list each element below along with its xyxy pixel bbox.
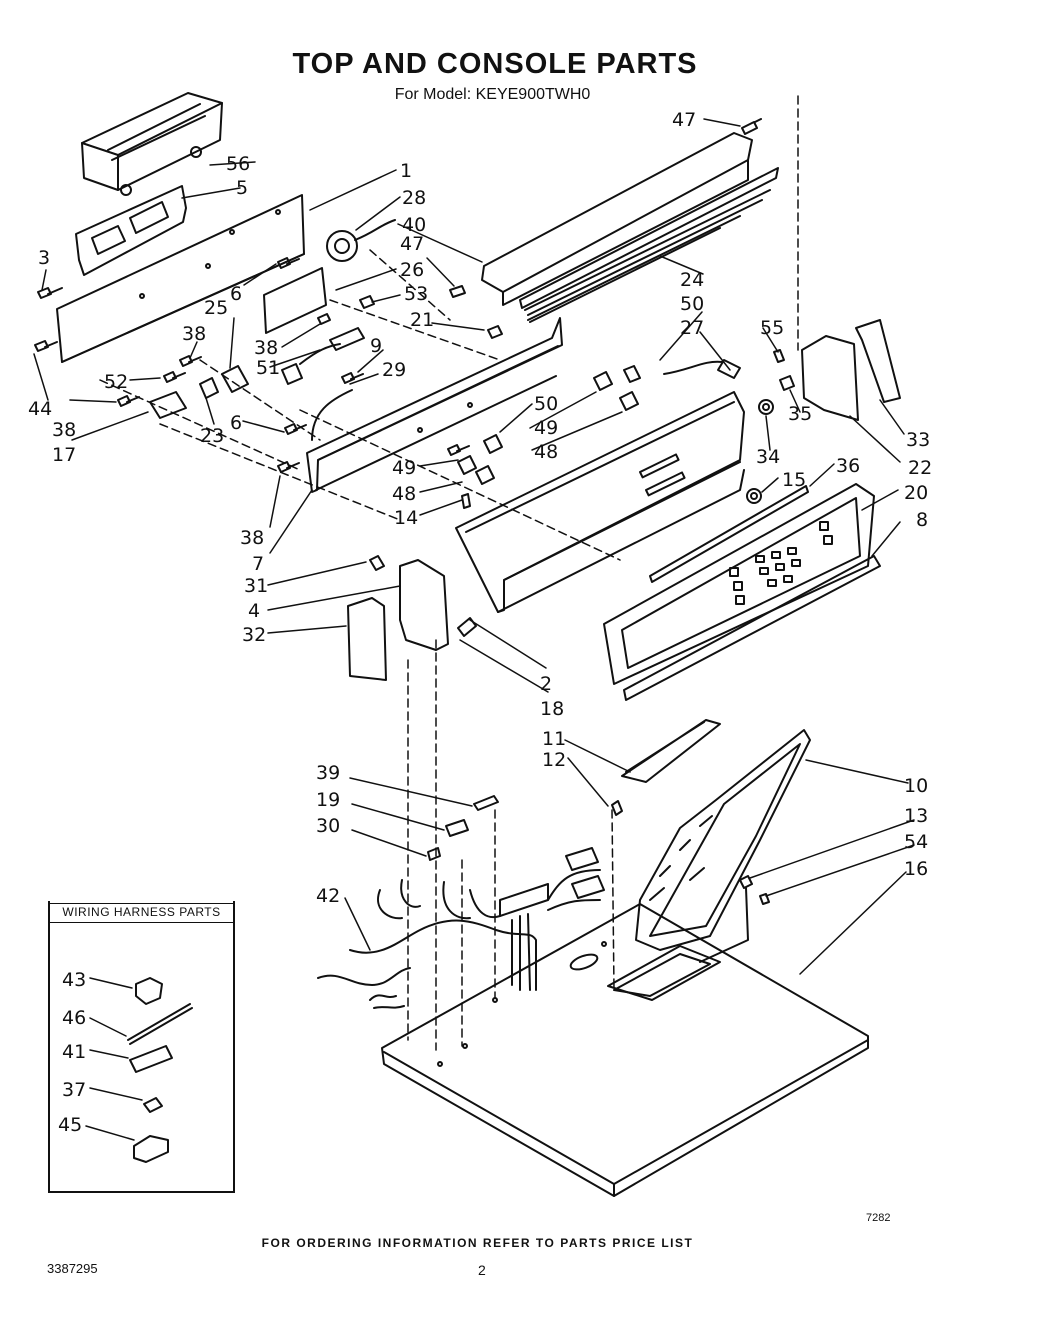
callout: 34: [756, 446, 780, 468]
ordering-note: FOR ORDERING INFORMATION REFER TO PARTS …: [261, 1236, 694, 1250]
callout: 49: [534, 417, 558, 439]
leader-lines: [33, 118, 915, 1141]
callout: 6: [230, 283, 242, 305]
callout: 51: [256, 357, 280, 379]
small-components: [281, 295, 503, 441]
part-26-board: [263, 267, 327, 334]
callout: 4: [248, 600, 260, 622]
callout: 17: [52, 444, 76, 466]
callout: 38: [52, 419, 76, 441]
callout: 36: [836, 455, 860, 477]
callout: 18: [540, 698, 564, 720]
callout: 47: [400, 233, 424, 255]
callout: 56: [226, 153, 250, 175]
callout: 50: [534, 393, 558, 415]
callout: 30: [316, 815, 340, 837]
callout: 25: [204, 297, 228, 319]
callout: 50: [680, 293, 704, 315]
callout: 12: [542, 749, 566, 771]
callout: 53: [404, 283, 428, 305]
callout: 9: [370, 335, 382, 357]
callout: 38: [254, 337, 278, 359]
model-subtitle: For Model: KEYE900TWH0: [394, 86, 591, 103]
wiring-harness-title: WIRING HARNESS PARTS: [48, 903, 235, 923]
page-number: 2: [478, 1262, 486, 1278]
callout: 33: [906, 429, 930, 451]
callout: 20: [904, 482, 928, 504]
callout: 7: [252, 553, 264, 575]
part-24-trim-strip: [527, 215, 741, 321]
part-25-23-17: [149, 365, 249, 419]
callout: 10: [904, 775, 928, 797]
callout: 32: [242, 624, 266, 646]
callout: 49: [392, 457, 416, 479]
callout: 15: [782, 469, 806, 491]
callout: 54: [904, 831, 928, 853]
callout: 11: [542, 728, 566, 750]
callout: 29: [382, 359, 406, 381]
drawing-code: 7282: [866, 1212, 891, 1224]
callout: 38: [182, 323, 206, 345]
callout: 27: [680, 317, 704, 339]
part-10-11-grille: [611, 719, 811, 951]
callout: 38: [240, 527, 264, 549]
part-13-54: [699, 875, 770, 963]
part-56-console-cover: [81, 92, 223, 196]
callout: 13: [904, 805, 928, 827]
callout: 22: [908, 457, 932, 479]
callout: 6: [230, 412, 242, 434]
callout: 14: [394, 507, 418, 529]
part-7-frame-rail: [306, 317, 563, 493]
callout: 3: [38, 247, 50, 269]
part-28-timer: [326, 219, 396, 262]
callout: 52: [104, 371, 128, 393]
callout: 40: [402, 214, 426, 236]
callout: 35: [788, 403, 812, 425]
callout: 21: [410, 309, 434, 331]
callout: 48: [534, 441, 558, 463]
connectors: [457, 359, 741, 509]
harness-callout: 41: [62, 1041, 86, 1063]
callout: 44: [28, 398, 52, 420]
part-42-wiring-harness: [317, 847, 605, 1009]
part-40-console-top: [481, 132, 779, 323]
callout: 8: [916, 509, 928, 531]
callout: 16: [904, 858, 928, 880]
callout: 42: [316, 885, 340, 907]
part-2-control-frame: [455, 391, 745, 613]
callout: 47: [672, 109, 696, 131]
page-title: TOP AND CONSOLE PARTS: [292, 48, 698, 80]
callout: 28: [402, 187, 426, 209]
callout: 48: [392, 483, 416, 505]
callout: 55: [760, 317, 784, 339]
part-5-bracket: [75, 185, 187, 276]
callout: 31: [244, 575, 268, 597]
callout: 39: [316, 762, 340, 784]
callout-labels: 47 56 5 1 28 40 24 3 6 26 47 53 50 27 55…: [28, 109, 932, 1136]
callout: 19: [316, 789, 340, 811]
harness-callout: 46: [62, 1007, 86, 1029]
harness-callout: 37: [62, 1079, 86, 1101]
clips: [427, 795, 499, 861]
callout: 26: [400, 259, 424, 281]
part-20-console-panel: [603, 483, 881, 701]
harness-callout: 45: [58, 1114, 82, 1136]
callout: 24: [680, 269, 704, 291]
callout: 1: [400, 160, 412, 182]
wiring-harness-box: [48, 901, 235, 1193]
callout: 23: [200, 425, 224, 447]
part-34-15-knobs: [746, 399, 774, 504]
part-16-top-panel: [381, 903, 869, 1197]
part-number: 3387295: [47, 1261, 98, 1276]
harness-callout: 43: [62, 969, 86, 991]
part-4-end-cap: [347, 555, 477, 681]
harness-inset-parts: [127, 977, 193, 1163]
callout: 5: [236, 177, 248, 199]
callout: 2: [540, 673, 552, 695]
